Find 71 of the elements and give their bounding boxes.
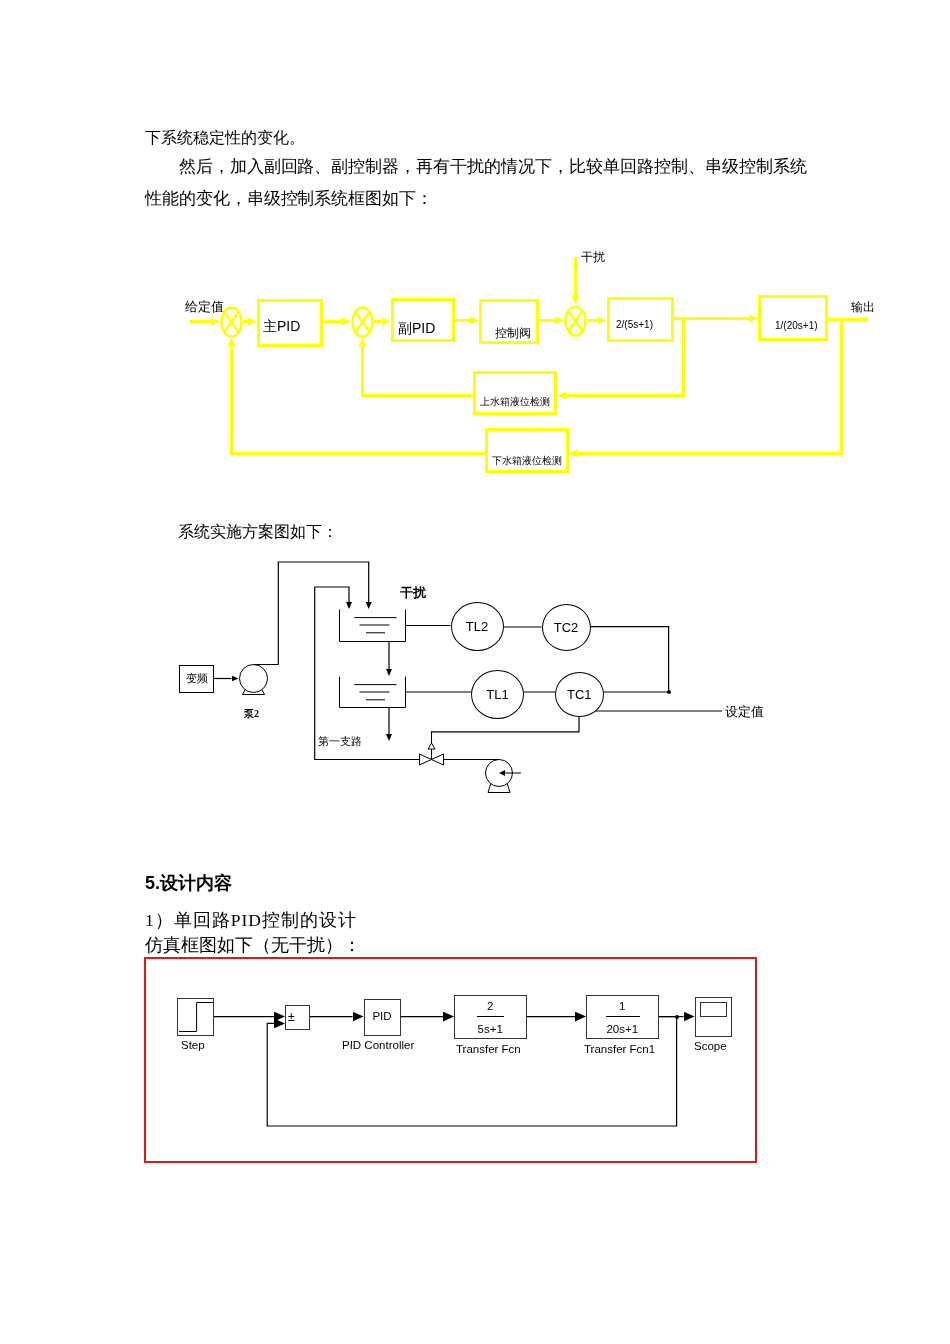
instrument-circle: TL2	[450, 602, 504, 651]
section-heading: 5.设计内容	[145, 872, 232, 895]
paragraph: 下系统稳定性的变化。	[145, 128, 305, 148]
output-label: 输出	[851, 300, 875, 315]
block-caption: Step	[181, 1039, 205, 1053]
process-box: 1/(20s+1)	[758, 295, 828, 341]
control-valve	[419, 734, 444, 767]
denominator: 5s+1	[477, 1023, 503, 1037]
process-box: 2/(5s+1)	[606, 297, 674, 342]
arrow	[525, 1011, 586, 1022]
disturbance-label: 干扰	[581, 250, 605, 265]
process-box: 副PID	[390, 298, 455, 342]
arrow	[538, 316, 564, 325]
arrow	[358, 337, 473, 397]
numerator: 2	[487, 1000, 494, 1014]
arrow	[314, 586, 420, 761]
connector-line	[404, 624, 452, 627]
arrow	[323, 317, 351, 326]
arrow	[309, 1011, 364, 1022]
arrow	[386, 641, 392, 676]
arrow	[374, 317, 391, 326]
block-caption: Transfer Fcn1	[584, 1043, 656, 1057]
pump	[485, 759, 521, 793]
paragraph: 系统实施方案图如下：	[178, 522, 338, 542]
arrow	[266, 1016, 678, 1127]
process-box: 控制阀	[479, 299, 539, 344]
block-caption: Scope	[694, 1040, 727, 1054]
instrument-circle: TC2	[541, 604, 591, 651]
block-caption: PID Controller	[342, 1039, 415, 1053]
process-box: 变频	[179, 664, 214, 693]
summing-junction	[564, 304, 587, 337]
connector-line	[404, 691, 472, 693]
connector-line	[502, 626, 543, 628]
arrow	[212, 1011, 285, 1022]
arrow	[571, 257, 580, 305]
connector-line	[430, 716, 580, 735]
arrow	[386, 707, 392, 741]
connector-line	[523, 691, 556, 693]
pump-label: 泵2	[244, 708, 259, 720]
edge-label: 第一支路	[318, 735, 362, 747]
input-label: 给定值	[185, 300, 224, 315]
connector-line	[443, 758, 486, 761]
arrow	[587, 316, 607, 325]
arrow	[243, 317, 257, 326]
arrow	[190, 317, 220, 326]
paragraph: 仿真框图如下（无干扰）：	[145, 934, 361, 957]
arrow	[455, 316, 479, 325]
arrow	[568, 318, 843, 458]
arrow	[266, 561, 372, 666]
sum-block: ±	[285, 1004, 310, 1030]
process-box: 上水箱液位检测	[473, 370, 557, 415]
setpoint-label: 设定值	[725, 704, 764, 719]
arrow	[227, 337, 485, 455]
water-tank	[338, 676, 406, 708]
numerator: 1	[619, 1000, 626, 1014]
disturbance-label: 干扰	[400, 585, 426, 600]
process-box: 下水箱液位检测	[485, 428, 569, 473]
connector-line	[595, 710, 723, 712]
instrument-circle: TC1	[555, 672, 604, 717]
summing-junction	[351, 305, 374, 338]
connector-line	[589, 626, 670, 693]
block-caption: Transfer Fcn	[456, 1043, 521, 1057]
process-box: 主PID	[257, 299, 323, 347]
arrow	[399, 1011, 454, 1022]
denominator: 20s+1	[606, 1023, 639, 1037]
instrument-circle: TL1	[471, 670, 524, 719]
subsection-heading: 1）单回路PID控制的设计	[145, 909, 357, 932]
arrow	[557, 317, 685, 400]
function-name: PID	[372, 1009, 392, 1023]
paragraph: 然后，加入副回路、副控制器，再有干扰的情况下，比较单回路控制、串级控制系统性能的变化，串级控制系统框图如下：	[145, 156, 807, 210]
arrow	[213, 675, 239, 682]
